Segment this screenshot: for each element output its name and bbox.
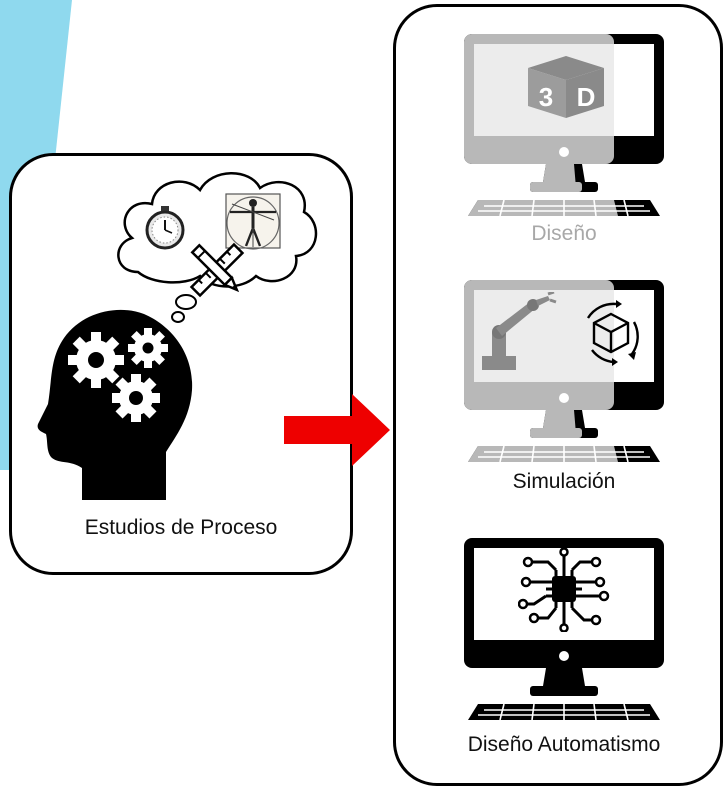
3d-cube-icon: 3 D bbox=[528, 56, 604, 118]
head-with-gears-icon bbox=[37, 309, 193, 500]
stopwatch-icon bbox=[145, 206, 185, 250]
automation-design-label: Diseño Automatismo bbox=[467, 733, 661, 756]
ruler-pencil-icon bbox=[189, 242, 245, 298]
tools-panel bbox=[393, 4, 723, 786]
microchip-circuit-icon bbox=[518, 548, 610, 632]
design-label: Diseño bbox=[531, 222, 597, 245]
simulation-computer-icon bbox=[464, 280, 664, 462]
3d-cube-rotation-icon bbox=[586, 300, 639, 366]
red-arrow-icon bbox=[284, 394, 390, 466]
robot-arm-icon bbox=[482, 292, 557, 370]
vitruvian-man-icon bbox=[225, 193, 281, 250]
process-studies-label: Estudios de Proceso bbox=[84, 516, 278, 539]
svg-text:D: D bbox=[577, 82, 596, 112]
svg-text:3: 3 bbox=[539, 82, 553, 112]
simulation-label: Simulación bbox=[512, 470, 616, 493]
